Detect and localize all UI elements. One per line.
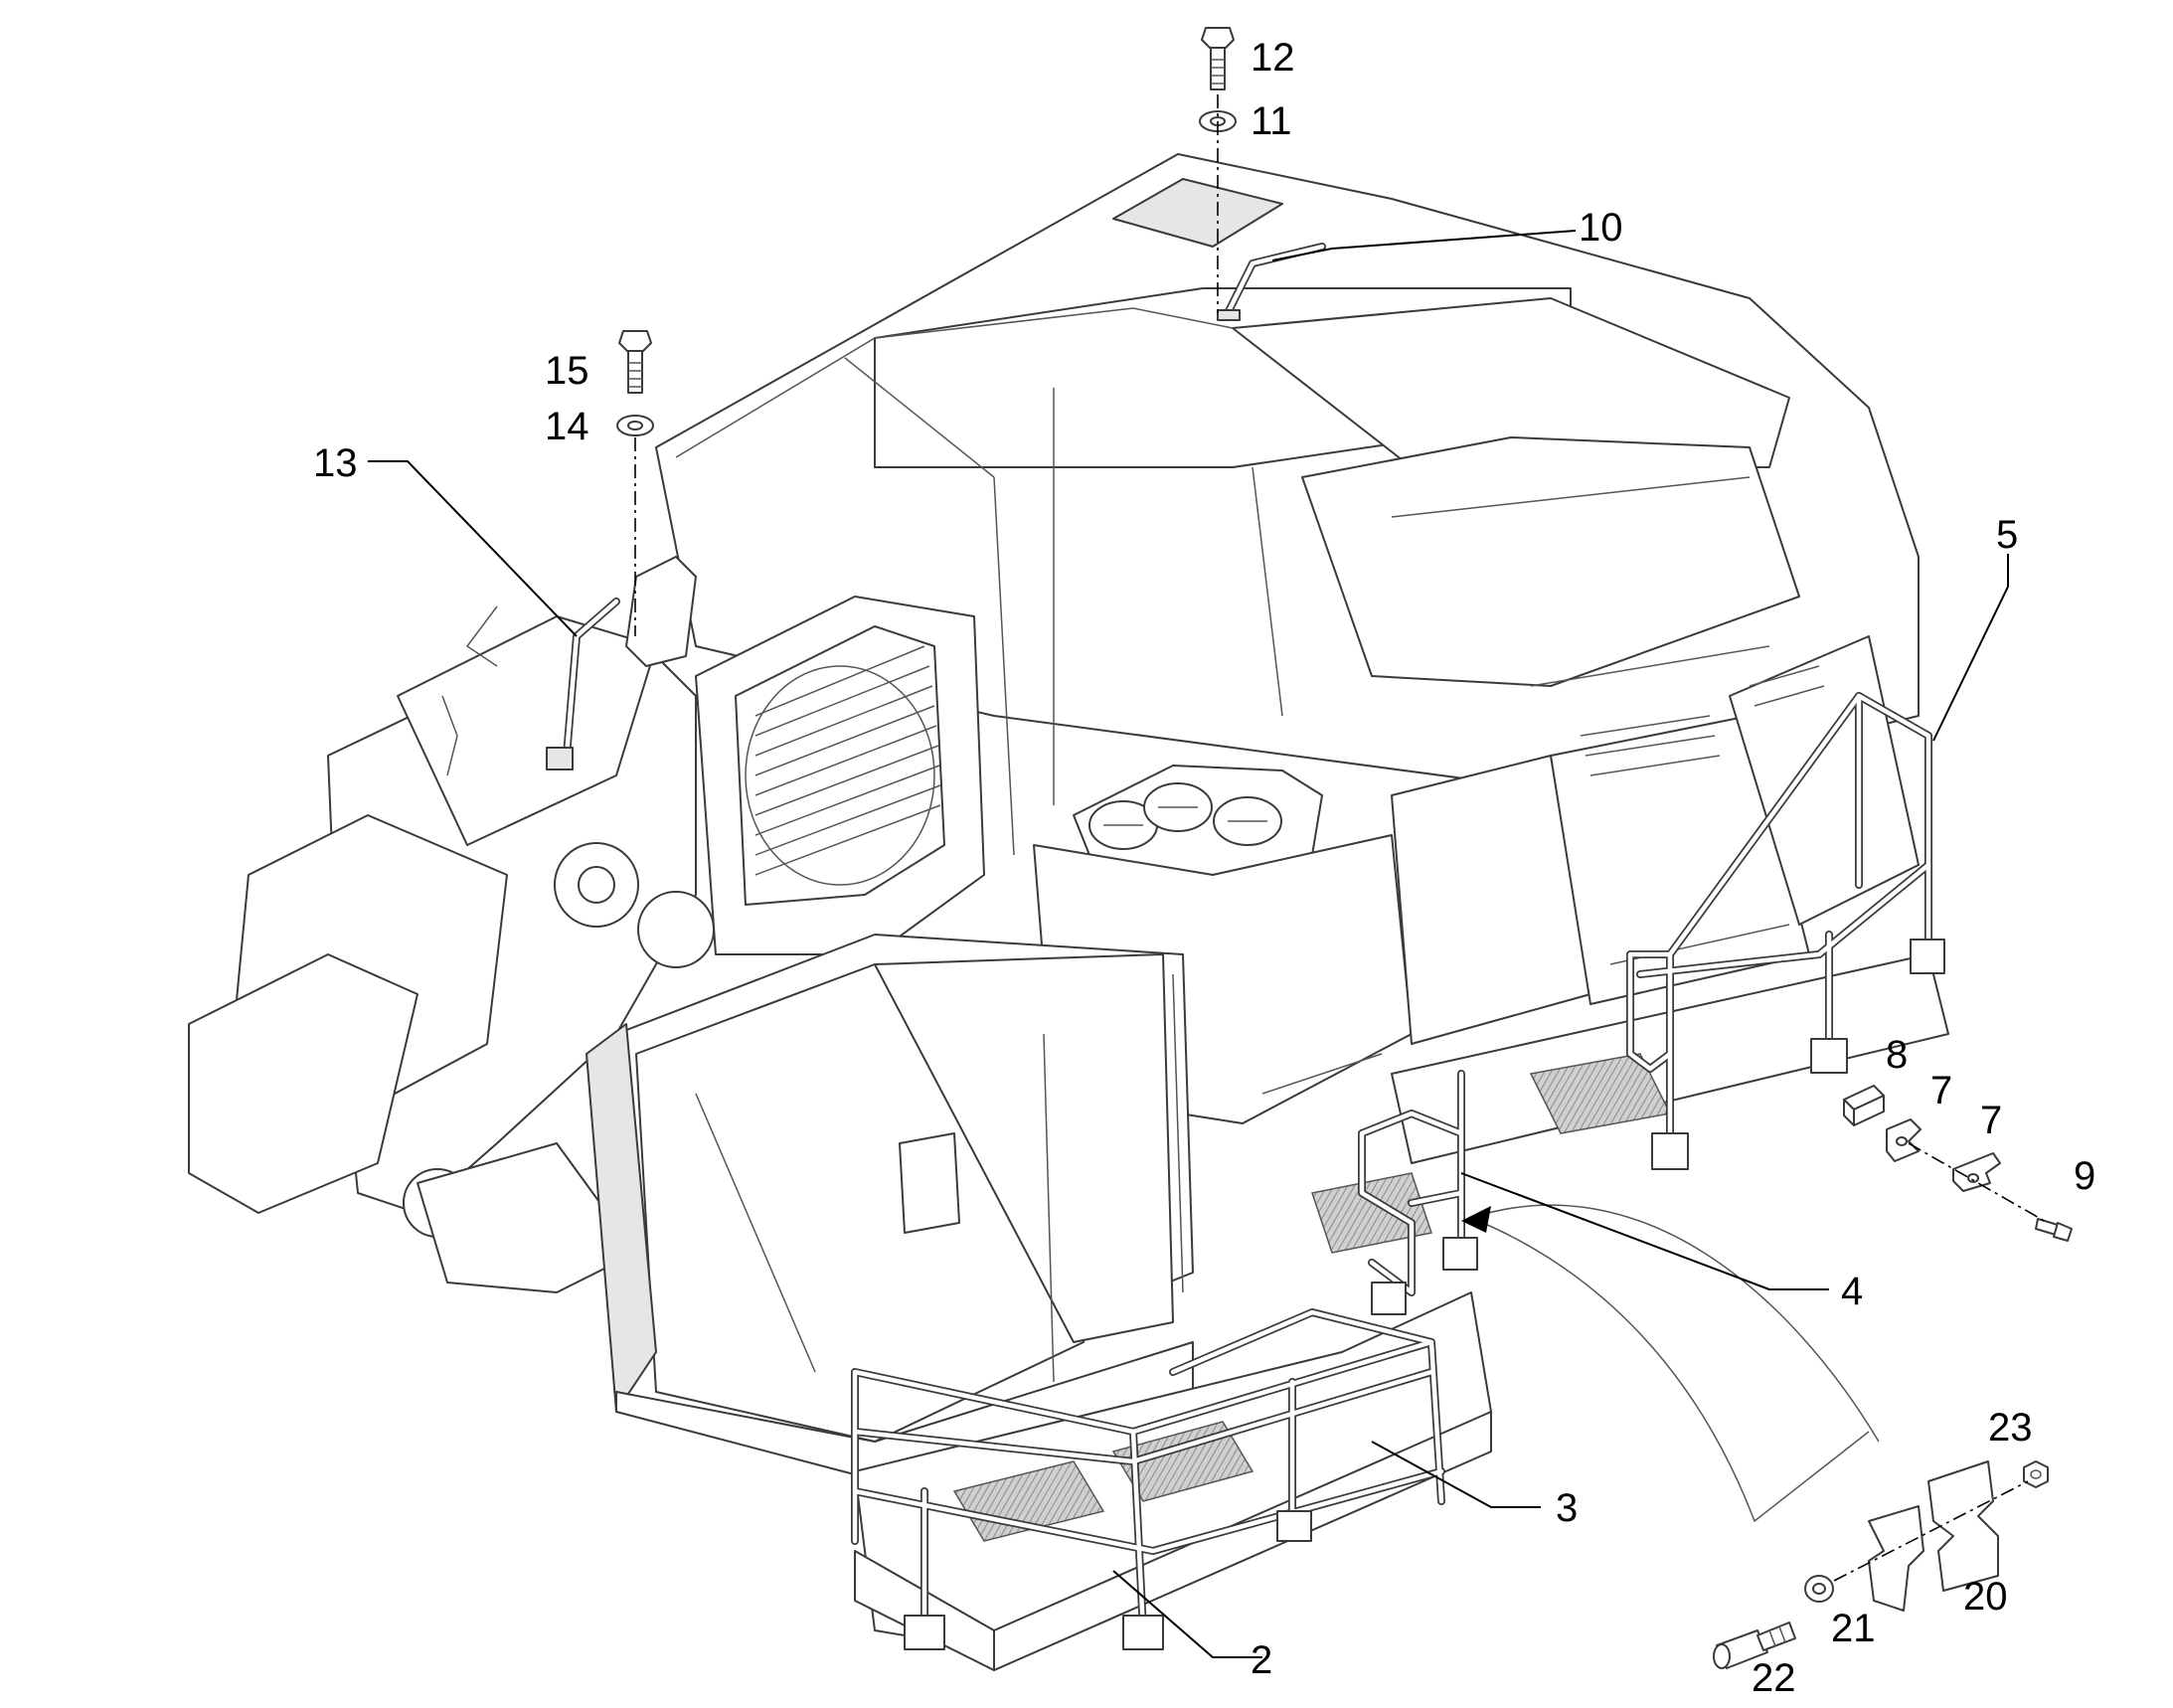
callout-2: 2 [1251, 1638, 1272, 1682]
callout-20: 20 [1963, 1575, 2008, 1619]
callout-23: 23 [1988, 1406, 2033, 1450]
front-handrail [851, 1308, 1445, 1650]
callout-labels: 12 11 10 15 14 13 5 8 7 7 9 4 3 2 23 20 … [313, 36, 2095, 1700]
callout-11: 11 [1251, 99, 1292, 143]
callout-4: 4 [1841, 1270, 1863, 1313]
rear-handrail [1626, 692, 1945, 1170]
callout-7a: 7 [1930, 1069, 1952, 1112]
nut-23 [2023, 1460, 2049, 1488]
rail-post-foot [1276, 1510, 1312, 1542]
assembly-centerlines [634, 94, 2049, 1582]
screw-9 [2035, 1218, 2073, 1242]
callout-14: 14 [545, 405, 589, 448]
rail-post-foot [1122, 1615, 1164, 1650]
callout-9: 9 [2074, 1154, 2095, 1198]
operator-cab [585, 934, 1194, 1512]
clamp-7a [1886, 1118, 1922, 1162]
bolt-15 [618, 330, 652, 394]
boom-arm [188, 605, 715, 1293]
bolt-12 [1201, 27, 1235, 90]
lower-platform [854, 1291, 1492, 1671]
rail-post-foot [1810, 1038, 1848, 1074]
detail-arrowhead [1461, 1206, 1491, 1233]
leader-lines [368, 230, 2009, 1658]
callout-5: 5 [1996, 513, 2018, 557]
callout-15: 15 [545, 349, 589, 393]
clamp-8 [1843, 1085, 1885, 1126]
callout-22: 22 [1752, 1656, 1796, 1700]
side-handrail [1358, 1070, 1478, 1315]
rail-post-foot [1651, 1132, 1689, 1170]
callout-3: 3 [1556, 1486, 1578, 1530]
cap-screw-22 [1713, 1622, 1796, 1669]
clamp-20 [1868, 1460, 1999, 1612]
washer-14 [616, 415, 654, 436]
rail-post-foot [1371, 1281, 1407, 1315]
roof-grab-handle [1217, 243, 1326, 321]
callout-13: 13 [313, 441, 358, 485]
rail-post-foot [1910, 939, 1945, 974]
clamp-7b [1952, 1152, 2001, 1192]
radiator-fan [695, 596, 985, 955]
washer-21 [1804, 1575, 1834, 1603]
callout-8: 8 [1886, 1033, 1908, 1077]
callout-21: 21 [1831, 1607, 1876, 1650]
rail-post-foot [1442, 1237, 1478, 1271]
rail-post-foot [904, 1615, 945, 1650]
detail-callout-arc [1470, 1217, 1870, 1523]
callout-12: 12 [1251, 36, 1295, 80]
front-grab-handle [546, 556, 697, 770]
callout-10: 10 [1579, 206, 1623, 250]
callout-7b: 7 [1980, 1099, 2002, 1142]
detail-callout-arc [1470, 1204, 1880, 1443]
